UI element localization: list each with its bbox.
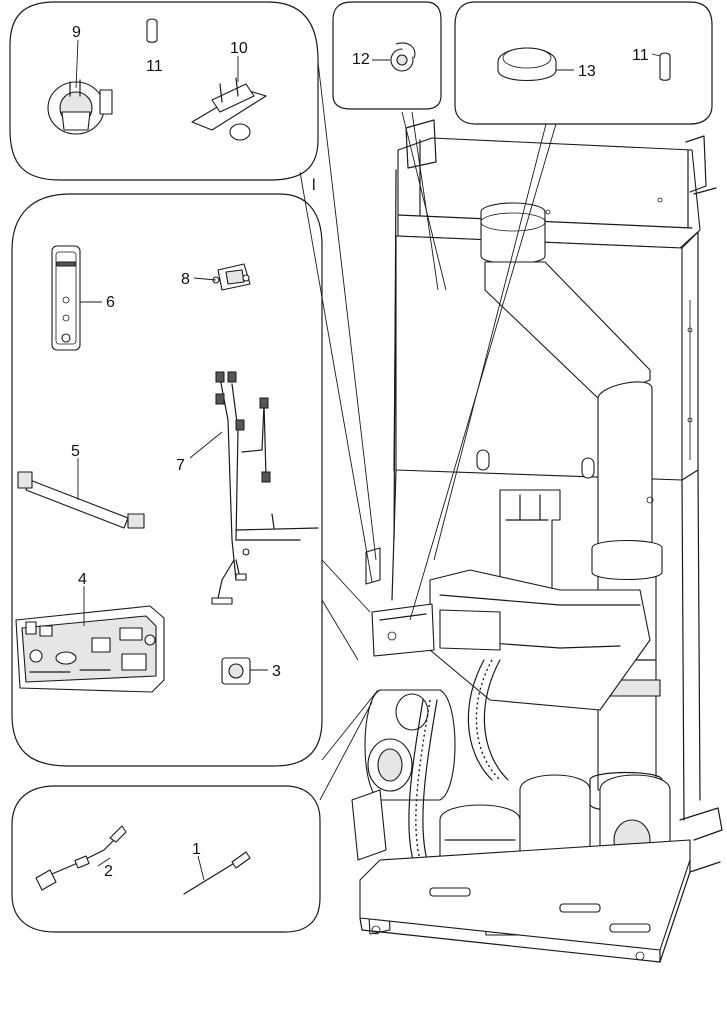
callout-3: 3 (272, 663, 281, 680)
callout-11-upper-left: 11 (146, 58, 163, 75)
part-7-wiring-harness (211, 371, 319, 605)
callout-4: 4 (78, 571, 87, 588)
part-8-switch (212, 263, 251, 291)
part-2-sensor-lead (35, 825, 127, 891)
part-11-sleeve-b (659, 52, 671, 81)
callout-6: 6 (106, 294, 115, 311)
panel-cables (11, 785, 321, 933)
callout-10: 10 (230, 40, 248, 57)
callout-5: 5 (71, 443, 80, 460)
panel-sensor (332, 1, 442, 110)
part-9-electrode-holder (47, 79, 113, 135)
part-1-probe (183, 851, 251, 895)
callout-13: 13 (578, 63, 596, 80)
part-6-control-fascia (51, 245, 81, 351)
callout-2: 2 (104, 863, 113, 880)
panel-cap-parts (454, 1, 713, 125)
callout-11-upper-right: 11 (632, 47, 649, 64)
callout-9: 9 (72, 24, 81, 41)
assembly-leader-lines (299, 61, 557, 801)
part-11-sleeve-a (146, 18, 158, 43)
callout-8: 8 (181, 271, 190, 288)
part-5-ribbon-cable (17, 471, 145, 529)
part-10-burner-bracket (191, 77, 267, 141)
callout-12: 12 (352, 51, 370, 68)
part-13-cap (497, 47, 557, 82)
part-12-sensor-clip (390, 42, 416, 72)
part-3-sensor (221, 657, 251, 685)
boiler-assembly (351, 119, 723, 963)
part-4-pcb (15, 605, 165, 693)
stray-tick-mark: l (312, 177, 316, 194)
callout-1: 1 (192, 841, 201, 858)
callout-7: 7 (176, 457, 185, 474)
